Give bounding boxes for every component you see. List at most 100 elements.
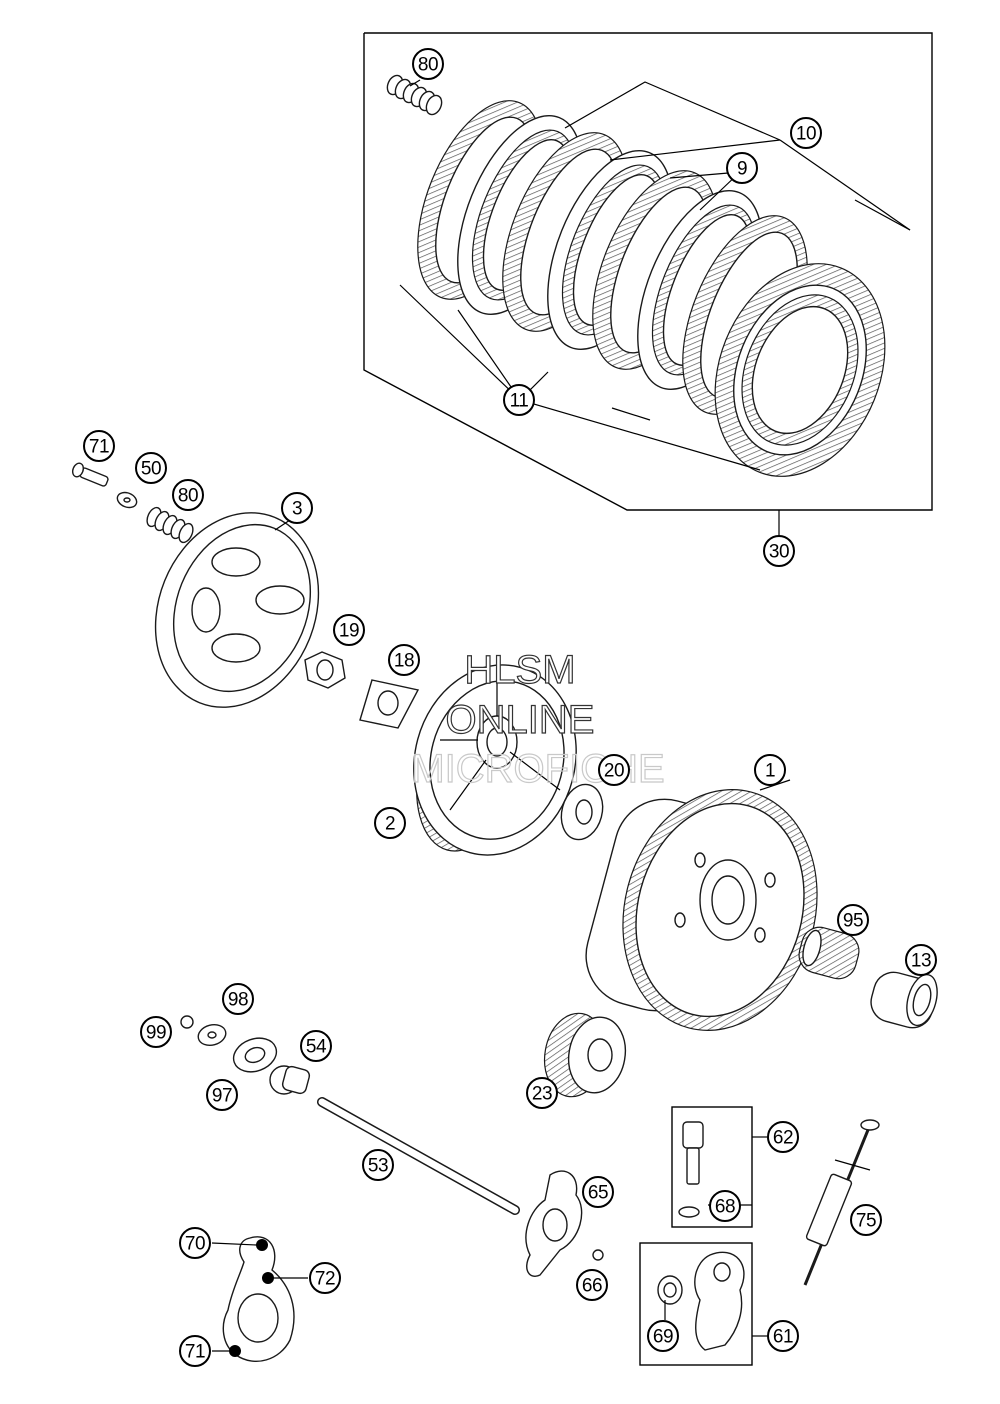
callout-bubble xyxy=(140,1016,172,1048)
callout-75: 75 xyxy=(850,1204,882,1236)
callout-3: 3 xyxy=(281,492,313,524)
callout-bubble xyxy=(206,1079,238,1111)
callout-label: 68 xyxy=(715,1197,735,1218)
callout-bubble xyxy=(388,644,420,676)
callout-bubble xyxy=(179,1335,211,1367)
push-rod-53 xyxy=(317,1097,520,1215)
callout-bubble xyxy=(790,117,822,149)
callout-label: 61 xyxy=(773,1327,793,1348)
callout-label: 72 xyxy=(315,1269,335,1290)
pressure-piece-54 xyxy=(269,1065,311,1095)
callout-bubble xyxy=(503,384,535,416)
callout-bubble xyxy=(526,1077,558,1109)
callout-label: 20 xyxy=(604,761,624,782)
callout-bubble xyxy=(754,754,786,786)
callout-label: 9 xyxy=(737,159,747,180)
callout-label: 69 xyxy=(653,1327,673,1348)
lock-washer-18 xyxy=(359,679,420,729)
inner-clutch-hub xyxy=(413,664,577,856)
callout-label: 53 xyxy=(368,1156,388,1177)
callout-label: 30 xyxy=(769,542,789,563)
callout-71: 71 xyxy=(83,430,115,462)
pin-66 xyxy=(592,1249,604,1261)
callout-18: 18 xyxy=(388,644,420,676)
callout-bubble xyxy=(709,1190,741,1222)
outer-clutch-basket xyxy=(585,789,818,1031)
bearing-97 xyxy=(232,1037,278,1073)
gasket-65 xyxy=(525,1170,583,1277)
clutch-spring-top xyxy=(386,74,443,116)
callout-label: 70 xyxy=(185,1234,205,1255)
slave-cylinder-box xyxy=(639,1242,768,1366)
callout-bubble xyxy=(135,452,167,484)
callout-label: 97 xyxy=(212,1086,232,1107)
callout-23: 23 xyxy=(526,1077,558,1109)
washer-50 xyxy=(116,491,138,509)
callout-label: 11 xyxy=(510,391,529,412)
callout-label: 80 xyxy=(178,486,198,507)
callout-72: 72 xyxy=(309,1262,341,1294)
callout-65: 65 xyxy=(582,1176,614,1208)
clutch-kit-frame xyxy=(363,32,933,538)
callout-53: 53 xyxy=(362,1149,394,1181)
bolt-71 xyxy=(71,462,109,487)
callout-label: 1 xyxy=(765,761,775,782)
callout-bubble xyxy=(598,754,630,786)
callout-label: 23 xyxy=(532,1084,552,1105)
clutch-disc-stack xyxy=(417,100,886,477)
callout-30: 30 xyxy=(763,535,795,567)
thrust-washer-20 xyxy=(560,783,604,841)
callout-bubble xyxy=(905,944,937,976)
callout-61: 61 xyxy=(767,1320,799,1352)
callout-62: 62 xyxy=(767,1121,799,1153)
callout-bubble xyxy=(647,1320,679,1352)
callout-70: 70 xyxy=(179,1227,211,1259)
callout-20: 20 xyxy=(598,754,630,786)
washer-98 xyxy=(197,1023,227,1047)
callout-label: 98 xyxy=(228,990,248,1011)
callout-13: 13 xyxy=(905,944,937,976)
callout-bubble xyxy=(767,1121,799,1153)
callout-10: 10 xyxy=(790,117,822,149)
callout-bubble xyxy=(300,1030,332,1062)
callout-68: 68 xyxy=(709,1190,741,1222)
callout-label: 54 xyxy=(306,1037,327,1058)
callout-label: 71 xyxy=(185,1342,205,1363)
syringe-75 xyxy=(803,1119,880,1286)
callout-66: 66 xyxy=(576,1269,608,1301)
callout-bubble xyxy=(374,807,406,839)
callout-bubble xyxy=(83,430,115,462)
callout-bubble xyxy=(582,1176,614,1208)
callout-bubble xyxy=(837,904,869,936)
friction-disc-front xyxy=(714,263,886,477)
callout-50: 50 xyxy=(135,452,167,484)
callout-label: 75 xyxy=(856,1211,876,1232)
callout-98: 98 xyxy=(222,983,254,1015)
gear-23 xyxy=(543,1012,627,1098)
callout-label: 62 xyxy=(773,1128,793,1149)
callout-bubble xyxy=(726,152,758,184)
callout-label: 50 xyxy=(141,459,161,480)
callout-bubble xyxy=(412,48,444,80)
callout-bubble xyxy=(850,1204,882,1236)
callout-label: 65 xyxy=(588,1183,608,1204)
callout-label: 66 xyxy=(582,1276,602,1297)
callout-label: 99 xyxy=(146,1023,166,1044)
callout-99: 99 xyxy=(140,1016,172,1048)
callout-bubble xyxy=(172,479,204,511)
callout-2: 2 xyxy=(374,807,406,839)
callout-bubble xyxy=(576,1269,608,1301)
callout-bubble xyxy=(222,983,254,1015)
callout-69: 69 xyxy=(647,1320,679,1352)
callout-95: 95 xyxy=(837,904,869,936)
callout-11: 11 xyxy=(503,384,535,416)
callout-label: 95 xyxy=(843,911,863,932)
callout-80: 80 xyxy=(412,48,444,80)
callout-bubble xyxy=(281,492,313,524)
clutch-cover-gasket xyxy=(211,1236,308,1363)
callout-label: 2 xyxy=(385,814,395,835)
callout-layer: 80 10 9 11 30 71 50 80 3 19 18 2 20 1 95 13 98 99 54 97 23 53… xyxy=(83,48,937,1367)
callout-19: 19 xyxy=(333,614,365,646)
bushing-13 xyxy=(870,971,938,1029)
